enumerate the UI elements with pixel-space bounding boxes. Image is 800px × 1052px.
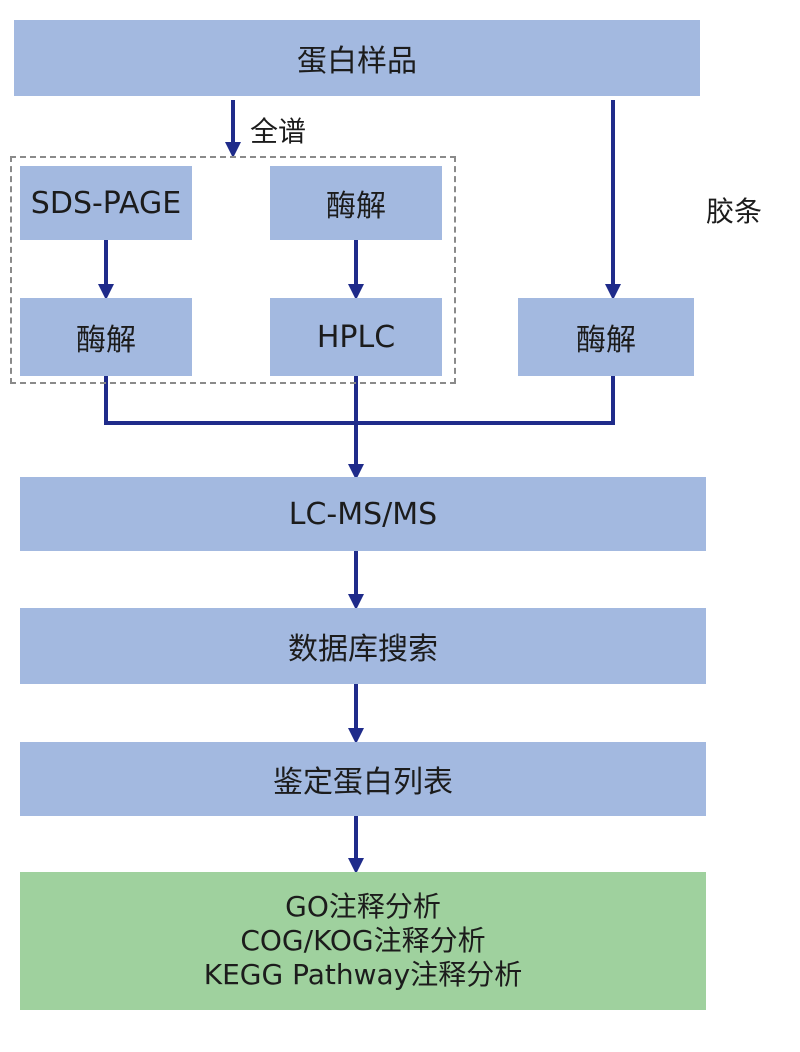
protein-sample-box: 蛋白样品: [14, 20, 700, 96]
digest-box-1: 酶解: [20, 298, 192, 376]
full-spectrum-group: [10, 156, 456, 384]
cog-kog-analysis-label: COG/KOG注释分析: [240, 924, 486, 957]
go-analysis-label: GO注释分析: [285, 890, 441, 923]
kegg-analysis-label: KEGG Pathway注释分析: [203, 958, 523, 991]
database-search-label: 数据库搜索: [288, 632, 438, 667]
gel-strip-label: 胶条: [706, 195, 763, 228]
digest-label-3: 酶解: [576, 323, 636, 358]
lc-ms-ms-box: LC-MS/MS: [20, 477, 706, 551]
digest-box-3: 酶解: [518, 298, 694, 376]
hplc-label: HPLC: [316, 319, 396, 355]
analysis-box: GO注释分析 COG/KOG注释分析 KEGG Pathway注释分析: [20, 872, 706, 1010]
sds-page-label: SDS-PAGE: [30, 185, 182, 221]
digest-label-1: 酶解: [76, 323, 136, 358]
digest-box-2: 酶解: [270, 166, 442, 240]
full-spectrum-label: 全谱: [250, 115, 307, 148]
database-search-box: 数据库搜索: [20, 608, 706, 684]
hplc-box: HPLC: [270, 298, 442, 376]
sds-page-box: SDS-PAGE: [20, 166, 192, 240]
merge-line: [104, 376, 615, 425]
protein-list-box: 鉴定蛋白列表: [20, 742, 706, 816]
protein-list-label: 鉴定蛋白列表: [273, 765, 453, 800]
protein-sample-label: 蛋白样品: [297, 44, 417, 79]
digest-label-2: 酶解: [326, 189, 386, 224]
lc-ms-ms-label: LC-MS/MS: [288, 496, 438, 532]
